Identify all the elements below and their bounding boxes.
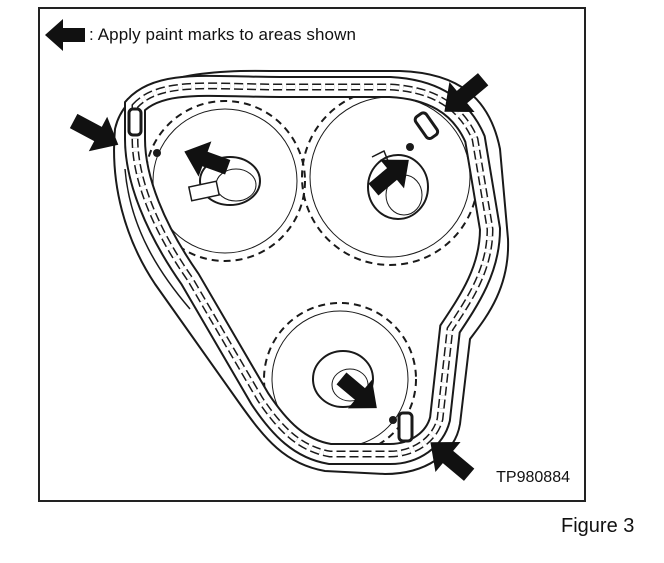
diagram-frame: : Apply paint marks to areas shown TP980… <box>38 7 586 502</box>
reference-code: TP980884 <box>496 469 570 486</box>
arrow-icon <box>69 113 119 152</box>
chain-mark-link-left <box>127 107 143 137</box>
arrow-icon <box>336 372 377 409</box>
timing-mark-dot-upper-right <box>406 143 414 151</box>
timing-mark-dot-upper-left <box>153 149 161 157</box>
timing-chain <box>135 86 490 454</box>
chain-cover-outline <box>113 69 510 476</box>
arrow-left-icon <box>45 19 85 51</box>
arrow-icon <box>368 159 409 196</box>
timing-chain-diagram <box>69 69 510 481</box>
chain-guide-left <box>124 168 191 310</box>
figure-caption: Figure 3 <box>561 515 635 537</box>
arrow-icon <box>444 73 489 112</box>
legend: : Apply paint marks to areas shown <box>43 18 356 52</box>
chain-mark-link-upper-right <box>413 111 440 141</box>
arrow-icon <box>430 442 475 481</box>
chain-mark-link-lower <box>397 411 414 443</box>
timing-mark-dot-lower <box>389 416 397 424</box>
legend-text: : Apply paint marks to areas shown <box>89 25 357 44</box>
arrow-icon <box>184 141 231 177</box>
